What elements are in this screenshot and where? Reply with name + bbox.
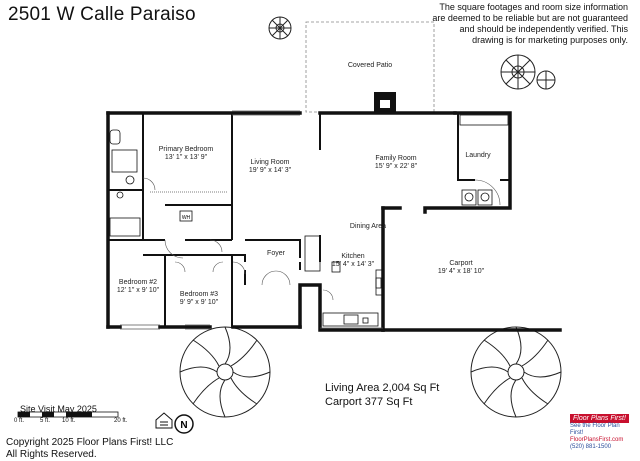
brand-tagline: See the Floor Plan First!: [570, 423, 620, 436]
tree-right-icon: [500, 54, 556, 90]
equal-housing-icon: [155, 412, 173, 429]
scale-labels: 0 ft. 5 ft. 10 ft. 20 ft.: [14, 418, 134, 428]
windows: [120, 110, 383, 330]
brand-phone: (520) 881-1500: [570, 444, 612, 450]
bath-fixtures: [109, 129, 141, 237]
property-address: 2501 W Calle Paraiso: [8, 4, 196, 25]
family-room-dims: 15' 9" x 22' 8": [375, 163, 418, 170]
laundry-fixtures: [459, 114, 509, 206]
disclaimer-text: The square footages and room size inform…: [432, 2, 628, 45]
scale-label-0: 0 ft.: [14, 418, 25, 424]
scale-label-10: 10 ft.: [62, 418, 76, 424]
area-summary: Living Area 2,004 Sq Ft Carport 377 Sq F…: [325, 381, 439, 409]
kitchen-label: Kitchen: [341, 253, 364, 260]
bedroom-3-dims: 9' 9" x 9' 10": [180, 299, 219, 306]
carport-label: Carport: [449, 260, 472, 267]
scale-label-5: 5 ft.: [40, 418, 51, 424]
site-visit-text: Site Visit May 2025: [20, 404, 97, 414]
brand-logo: Floor Plans First!: [570, 414, 629, 423]
living-room-label: Living Room: [251, 159, 290, 166]
carport-area-text: Carport 377 Sq Ft: [325, 396, 413, 408]
brand-block: Floor Plans First! See the Floor Plan Fi…: [570, 414, 634, 451]
primary-bedroom-label: Primary Bedroom: [159, 146, 214, 153]
rights-text: All Rights Reserved.: [6, 449, 97, 460]
bedroom-2-dims: 12' 1" x 9' 10": [117, 287, 160, 294]
primary-bedroom-dims: 13' 1" x 13' 9": [165, 154, 208, 161]
interior-walls: [108, 113, 510, 327]
tree-top-right-icon: [268, 16, 292, 40]
bedroom-2-label: Bedroom #2: [119, 279, 157, 286]
doors: [142, 177, 501, 301]
kitchen-dims: 15' 4" x 14' 3": [332, 261, 375, 268]
dining-area-label: Dining Area: [350, 223, 386, 230]
copyright-text: Copyright 2025 Floor Plans First! LLC: [6, 437, 174, 448]
water-heater: [179, 210, 193, 222]
exterior-walls: [106, 111, 562, 332]
living-room-dims: 19' 9" x 14' 3": [249, 167, 292, 174]
carport-dims: 19' 4" x 18' 10": [438, 268, 485, 275]
copyright-block: Copyright 2025 Floor Plans First! LLC Al…: [6, 437, 173, 461]
foyer-label: Foyer: [267, 250, 286, 257]
family-room-label: Family Room: [375, 155, 416, 162]
kitchen-counters: [304, 235, 384, 327]
living-area-text: Living Area 2,004 Sq Ft: [325, 382, 440, 394]
scale-label-20: 20 ft.: [114, 418, 128, 424]
water-heater-label: WH: [182, 215, 191, 221]
tree-bottom-left-icon: [179, 326, 271, 418]
brand-website: FloorPlansFirst.com: [570, 437, 624, 443]
tree-bottom-right-icon: [470, 326, 562, 418]
bedroom-3-label: Bedroom #3: [180, 291, 218, 298]
scale-bar: [17, 411, 119, 418]
north-label: N: [180, 420, 187, 431]
laundry-label: Laundry: [465, 152, 491, 159]
covered-patio-label: Covered Patio: [348, 62, 392, 69]
north-arrow-icon: [174, 414, 194, 434]
